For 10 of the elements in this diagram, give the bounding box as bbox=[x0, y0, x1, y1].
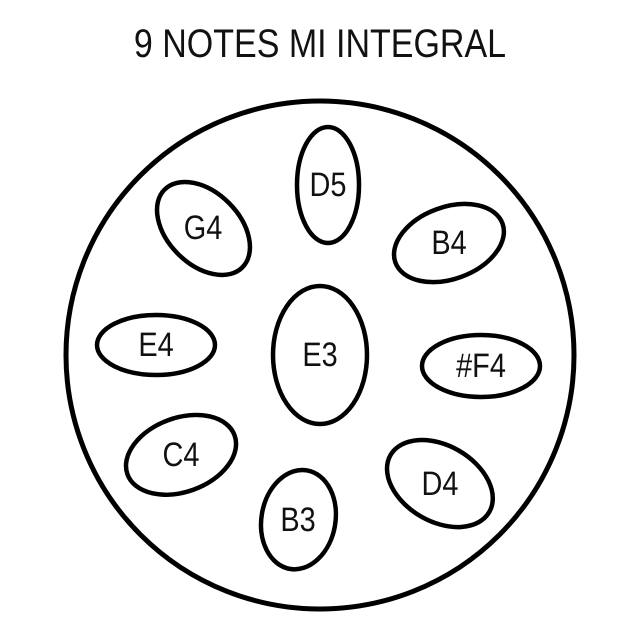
note-label: E4 bbox=[138, 328, 174, 362]
title: 9 NOTES MI INTEGRAL bbox=[132, 22, 508, 67]
note-label: C4 bbox=[162, 438, 200, 472]
note-label: D5 bbox=[310, 168, 346, 202]
note-label: #F4 bbox=[456, 349, 506, 383]
note-label: G4 bbox=[184, 210, 222, 245]
note-label: E3 bbox=[302, 338, 338, 372]
note-label: B3 bbox=[280, 502, 316, 537]
note-label: D4 bbox=[422, 466, 458, 501]
note-label: B4 bbox=[431, 226, 467, 260]
